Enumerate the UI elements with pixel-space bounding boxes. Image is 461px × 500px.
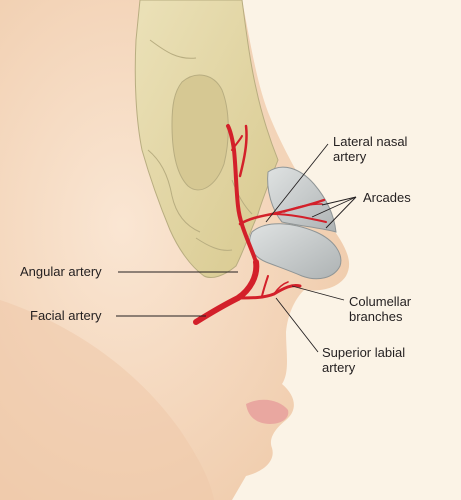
label-facial-artery: Facial artery (30, 308, 102, 323)
upper-lateral-cartilage (267, 166, 337, 233)
jaw-shadow (0, 300, 214, 500)
label-lateral-nasal-artery: Lateral nasal artery (333, 134, 408, 164)
label-arcades: Arcades (363, 190, 411, 205)
orbit (171, 74, 229, 191)
lower-lip (246, 399, 289, 424)
lower-lateral-cartilage (249, 223, 342, 280)
skull-sutures (147, 39, 253, 251)
label-superior-labial-artery: Superior labial artery (322, 345, 406, 375)
leader-lines (116, 143, 357, 353)
label-columellar-branches: Columellar branches (349, 294, 412, 324)
arteries (193, 124, 327, 325)
label-angular-artery: Angular artery (20, 264, 102, 279)
